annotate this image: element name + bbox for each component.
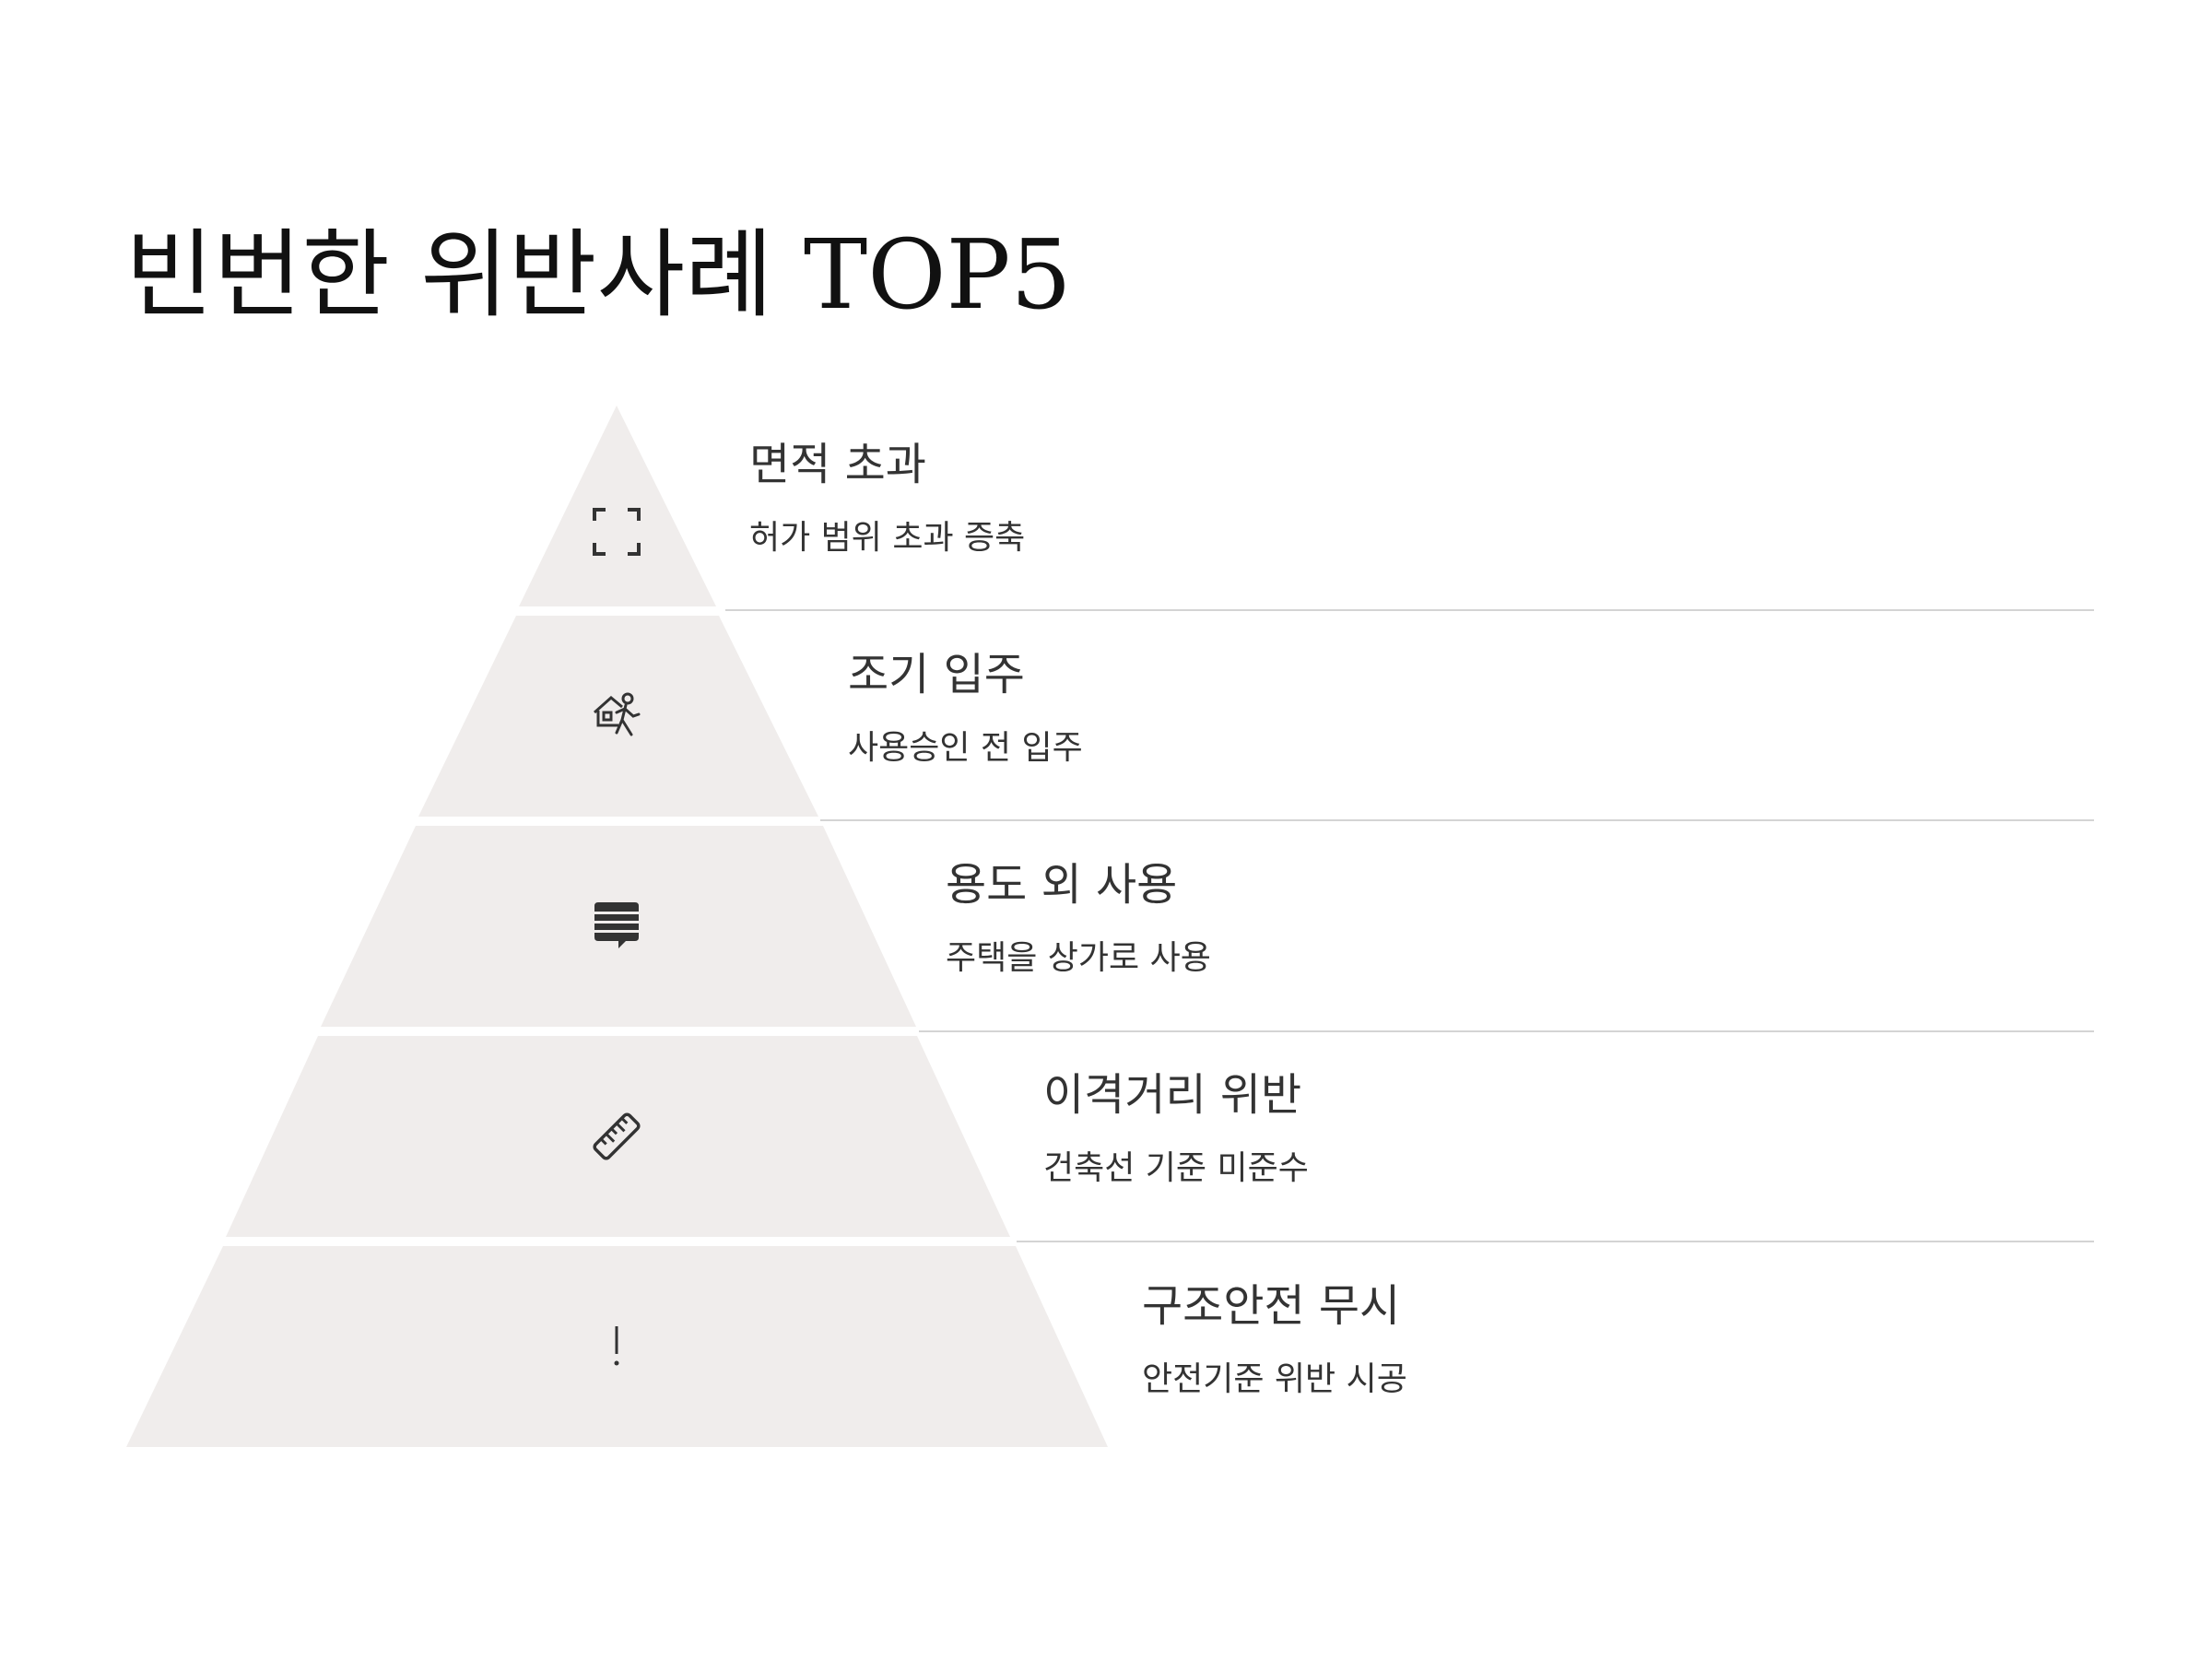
tier-2-label: 조기 입주 사용승인 전 입주 bbox=[848, 649, 1083, 768]
tier-heading: 용도 외 사용 bbox=[946, 859, 1178, 911]
tier-heading: 면적 초과 bbox=[749, 439, 926, 490]
tier-4-label: 이격거리 위반 건축선 기준 미준수 bbox=[1043, 1069, 1309, 1188]
tier-description: 건축선 기준 미준수 bbox=[1043, 1148, 1309, 1187]
expand-corners-icon bbox=[591, 506, 642, 558]
divider-4 bbox=[1017, 1241, 2094, 1242]
divider-1 bbox=[725, 609, 2094, 611]
tier-description: 안전기준 위반 시공 bbox=[1142, 1359, 1407, 1398]
pyramid-tier-4 bbox=[226, 1036, 1010, 1237]
tier-heading: 조기 입주 bbox=[848, 649, 1025, 700]
page-title: 빈번한 위반사례 TOP5 bbox=[125, 218, 1072, 331]
exclamation-icon bbox=[591, 1321, 642, 1372]
tier-description: 허가 범위 초과 증축 bbox=[749, 518, 1026, 557]
ruler-icon bbox=[591, 1111, 642, 1162]
message-list-icon bbox=[591, 900, 642, 952]
tier-1-label: 면적 초과 허가 범위 초과 증축 bbox=[749, 439, 1025, 558]
person-entering-house-icon bbox=[591, 690, 642, 742]
pyramid-tier-2 bbox=[418, 616, 818, 817]
tier-3-label: 용도 외 사용 주택을 상가로 사용 bbox=[946, 859, 1211, 978]
divider-2 bbox=[820, 819, 2094, 821]
tier-description: 주택을 상가로 사용 bbox=[946, 938, 1211, 977]
tier-heading: 이격거리 위반 bbox=[1043, 1069, 1302, 1121]
divider-3 bbox=[919, 1030, 2094, 1032]
tier-description: 사용승인 전 입주 bbox=[848, 728, 1083, 767]
tier-heading: 구조안전 무시 bbox=[1142, 1280, 1401, 1332]
tier-5-label: 구조안전 무시 안전기준 위반 시공 bbox=[1142, 1280, 1407, 1399]
pyramid-tier-1 bbox=[519, 406, 716, 606]
